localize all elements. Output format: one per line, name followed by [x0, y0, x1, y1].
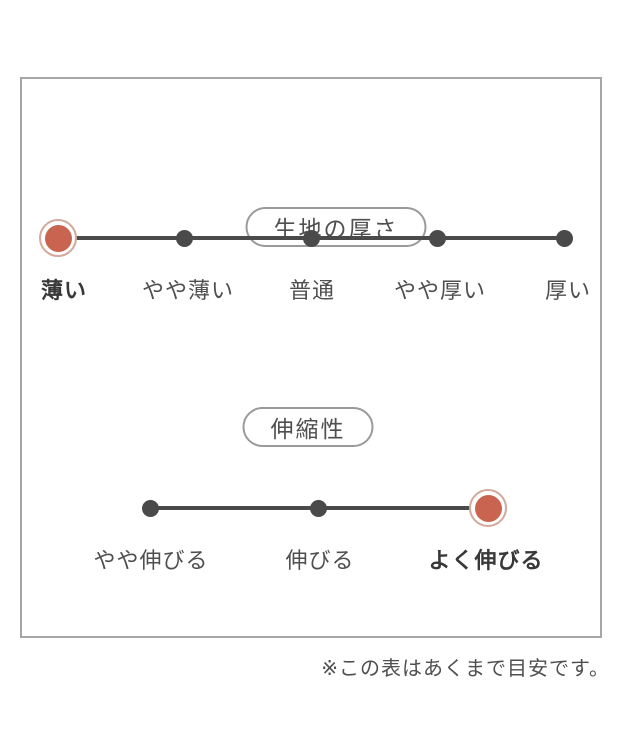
stretch-label-stretches: 伸びる [285, 548, 355, 573]
stretch-title: 伸縮性 [270, 416, 346, 442]
stretch-dot-1 [142, 500, 159, 517]
stretch-selected-dot [469, 489, 507, 527]
thickness-dot-3 [303, 230, 320, 247]
thickness-dot-2 [176, 230, 193, 247]
thickness-label-slightly-thin: やや薄い [141, 278, 235, 303]
disclaimer-note: ※この表はあくまで目安です。 [321, 658, 610, 680]
thickness-label-thick: 厚い [544, 278, 592, 303]
stretch-title-pill: 伸縮性 [242, 407, 374, 447]
thickness-label-thin: 薄い [40, 278, 88, 303]
stretch-label-stretches-well: よく伸びる [428, 548, 544, 573]
thickness-label-slightly-thick: やや厚い [393, 278, 487, 303]
thickness-selected-dot [39, 219, 77, 257]
thickness-dot-4 [429, 230, 446, 247]
spec-panel: 生地の厚さ [20, 77, 602, 638]
stretch-label-somewhat: やや伸びる [93, 548, 209, 573]
thickness-dot-5 [556, 230, 573, 247]
thickness-title-pill: 生地の厚さ [245, 207, 427, 247]
stretch-selected-dot-fill [474, 494, 502, 522]
thickness-label-normal: 普通 [288, 278, 336, 303]
stretch-dot-2 [310, 500, 327, 517]
thickness-selected-dot-fill [44, 224, 72, 252]
